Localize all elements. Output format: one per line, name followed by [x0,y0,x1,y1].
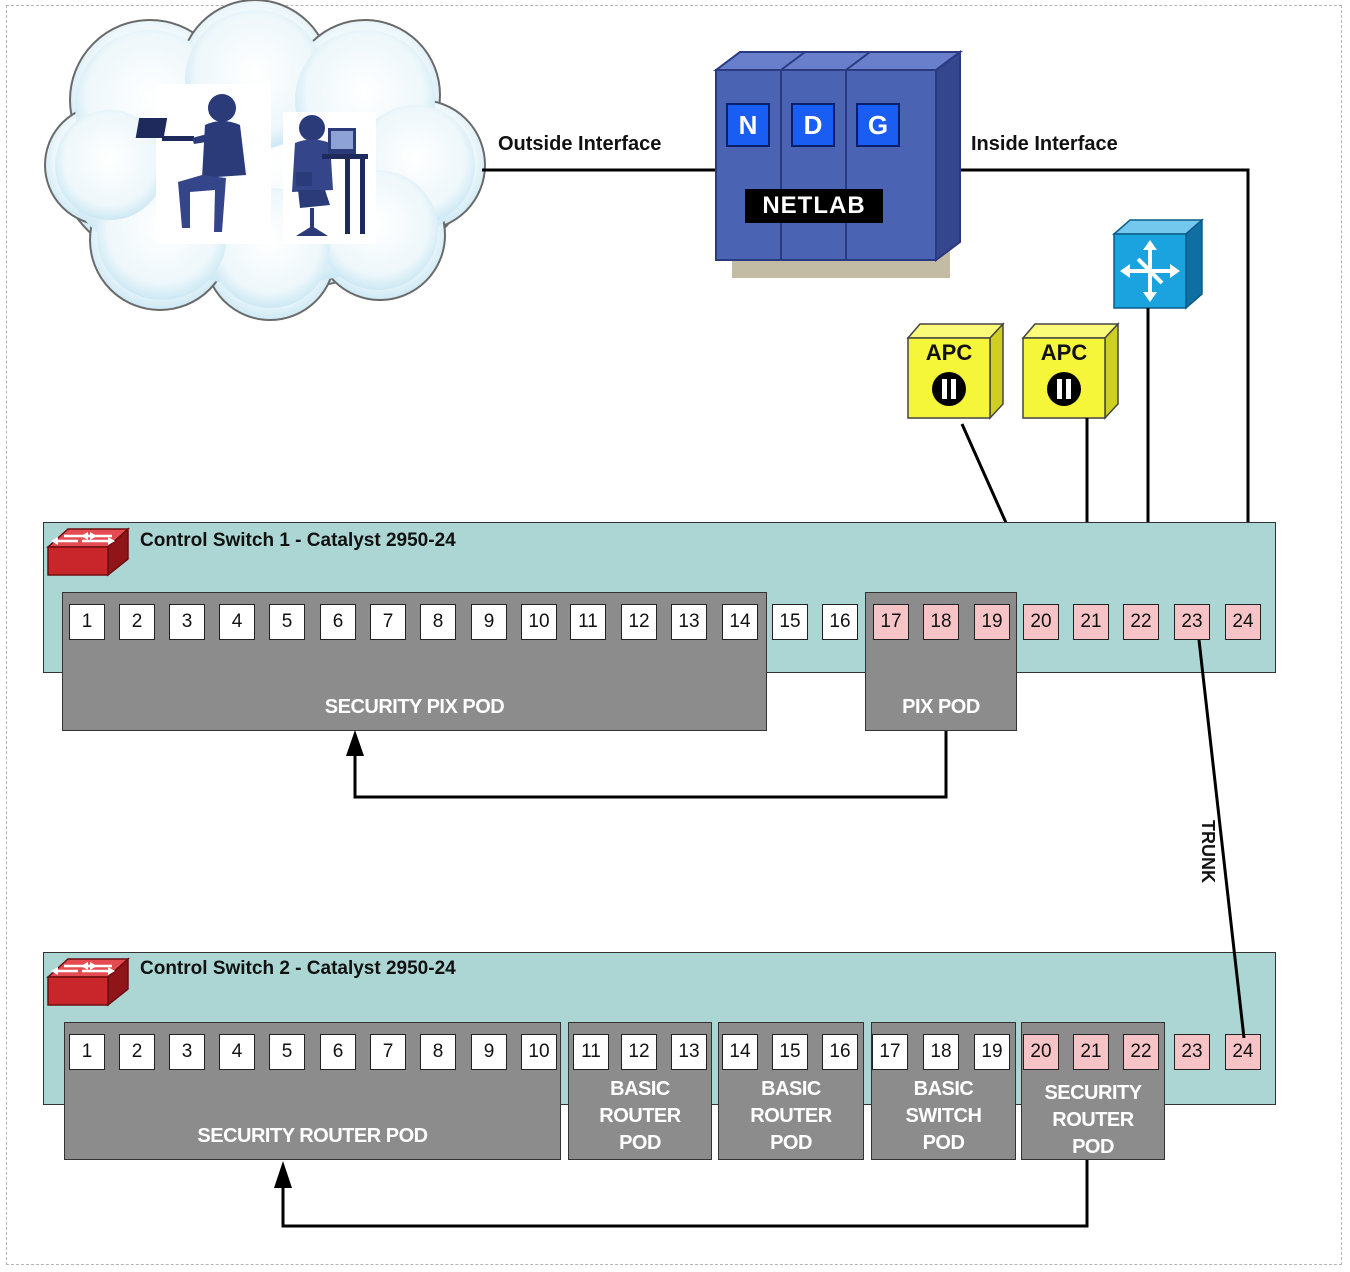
switch-2-port-6[interactable]: 6 [320,1034,356,1070]
switch-1-port-19[interactable]: 19 [974,604,1010,640]
switch-1-port-2[interactable]: 2 [119,604,155,640]
switch-2-port-7[interactable]: 7 [370,1034,406,1070]
netlab-letter-d: D [803,110,823,140]
switch-1-port-15[interactable]: 15 [772,604,808,640]
switch-2-port-23[interactable]: 23 [1174,1034,1210,1070]
switch-1-port-17[interactable]: 17 [873,604,909,640]
router-icon [1112,218,1204,310]
switch-1-port-3[interactable]: 3 [169,604,205,640]
switch-1-port-21[interactable]: 21 [1073,604,1109,640]
switch-1-icon [46,527,130,577]
switch-2-port-1[interactable]: 1 [69,1034,105,1070]
switch-1-port-22[interactable]: 22 [1123,604,1159,640]
switch-2-port-10[interactable]: 10 [521,1034,557,1070]
inside-interface-label: Inside Interface [971,133,1118,155]
trunk-label: TRUNK [1198,820,1218,883]
pix-pod-label: PIX POD [902,696,980,718]
switch-1-port-13[interactable]: 13 [671,604,707,640]
switch-2-port-4[interactable]: 4 [219,1034,255,1070]
basic-switch-pod-label: BASIC SWITCH POD [905,1078,982,1154]
switch-1-port-8[interactable]: 8 [420,604,456,640]
netlab-letter-n: N [738,110,758,140]
switch-2-port-3[interactable]: 3 [169,1034,205,1070]
switch-1-port-14[interactable]: 14 [722,604,758,640]
inside-interface-link [935,168,1250,608]
switch-2-port-22[interactable]: 22 [1123,1034,1159,1070]
basic-router-pod-2-label: BASIC ROUTER POD [750,1078,832,1154]
switch-2-port-11[interactable]: 11 [573,1034,609,1070]
switch-2-title: Control Switch 2 - Catalyst 2950-24 [140,958,456,979]
apc-power-unit-2-icon [1021,322,1120,420]
switch-1-port-12[interactable]: 12 [621,604,657,640]
security-pix-pod[interactable]: SECURITY PIX POD [62,592,767,731]
apc-power-unit-1-icon [906,322,1005,420]
switch-2-port-2[interactable]: 2 [119,1034,155,1070]
switch-2-port-14[interactable]: 14 [722,1034,758,1070]
netlab-letter-g: G [867,110,889,140]
switch-1-port-1[interactable]: 1 [69,604,105,640]
remote-user-desktop-icon [283,112,376,244]
switch-2-port-9[interactable]: 9 [471,1034,507,1070]
apc-2-label: APC [1040,340,1088,365]
diagram-frame [6,5,1342,1265]
switch-2-icon [46,957,130,1007]
switch-1-port-9[interactable]: 9 [471,604,507,640]
switch-2-port-8[interactable]: 8 [420,1034,456,1070]
switch-1-port-6[interactable]: 6 [320,604,356,640]
switch-2-port-24[interactable]: 24 [1225,1034,1261,1070]
netlab-server-icon [713,50,963,278]
remote-user-laptop-icon [135,84,271,244]
switch-1-port-18[interactable]: 18 [923,604,959,640]
switch-1-port-23[interactable]: 23 [1174,604,1210,640]
switch-1-port-4[interactable]: 4 [219,604,255,640]
security-router-pod-label: SECURITY ROUTER POD [197,1125,428,1147]
switch-1-port-5[interactable]: 5 [269,604,305,640]
apc-1-label: APC [925,340,973,365]
netlab-name: NETLAB [762,192,866,219]
security-pix-pod-label: SECURITY PIX POD [324,696,505,718]
switch-1-port-7[interactable]: 7 [370,604,406,640]
switch-1-port-10[interactable]: 10 [521,604,557,640]
switch-2-port-17[interactable]: 17 [872,1034,908,1070]
switch-2-port-5[interactable]: 5 [269,1034,305,1070]
switch-2-port-12[interactable]: 12 [621,1034,657,1070]
switch-1-port-20[interactable]: 20 [1023,604,1059,640]
switch-2-port-20[interactable]: 20 [1023,1034,1059,1070]
switch-1-port-11[interactable]: 11 [570,604,606,640]
security-router-pod-2-label: SECURITY ROUTER POD [1044,1082,1142,1158]
basic-router-pod-1-label: BASIC ROUTER POD [599,1078,681,1154]
switch-1-port-16[interactable]: 16 [822,604,858,640]
switch-1-title: Control Switch 1 - Catalyst 2950-24 [140,530,456,551]
switch-2-port-16[interactable]: 16 [822,1034,858,1070]
outside-interface-label: Outside Interface [498,133,662,155]
switch-2-port-19[interactable]: 19 [974,1034,1010,1070]
switch-2-port-15[interactable]: 15 [772,1034,808,1070]
switch-2-port-18[interactable]: 18 [923,1034,959,1070]
switch-2-port-13[interactable]: 13 [671,1034,707,1070]
switch-1-port-24[interactable]: 24 [1225,604,1261,640]
switch-2-port-21[interactable]: 21 [1073,1034,1109,1070]
